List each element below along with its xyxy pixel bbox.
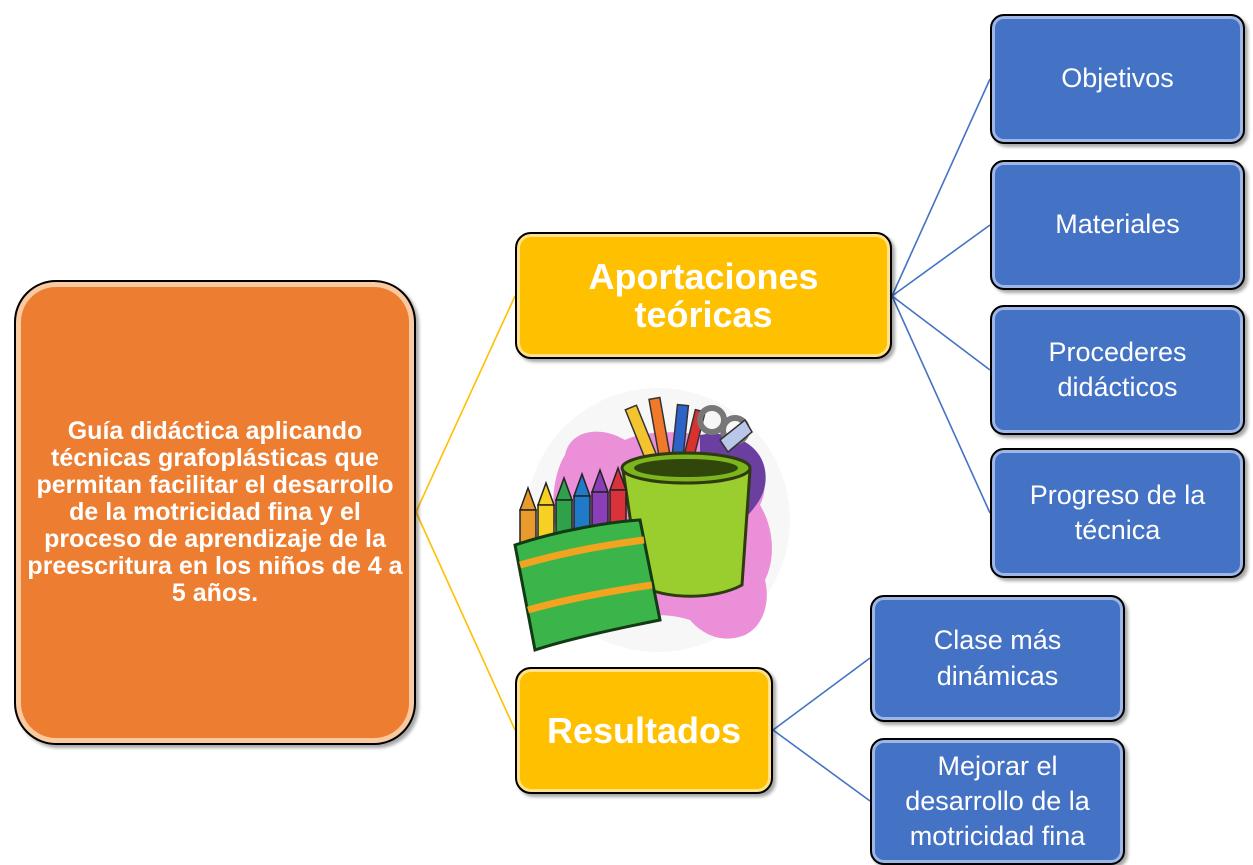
node-materiales-text: Materiales xyxy=(1055,209,1180,240)
node-progreso-de-la-tecnica-text: Progreso de la técnica xyxy=(1029,479,1206,545)
root-connectors xyxy=(415,295,516,731)
node-aportaciones-teoricas-text: Aportaciones teóricas xyxy=(588,255,819,335)
node-aportaciones-teoricas: Aportaciones teóricas xyxy=(515,232,892,359)
node-mejorar-desarrollo-text: Mejorar el desarrollo de la motricidad f… xyxy=(905,750,1090,852)
crayons-and-pencil-cup-icon xyxy=(513,388,790,652)
node-clase-mas-dinamicas: Clase más dinámicas xyxy=(870,595,1125,722)
node-clase-mas-dinamicas-text: Clase más dinámicas xyxy=(933,625,1062,691)
crayon-box-stripe-bottom xyxy=(527,581,653,614)
root-node: Guía didáctica aplicando técnicas grafop… xyxy=(14,280,416,745)
connector-root-aportaciones xyxy=(415,295,516,513)
node-objetivos-text: Objetivos xyxy=(1061,63,1174,94)
node-resultados-text: Resultados xyxy=(546,709,742,751)
node-resultados: Resultados xyxy=(515,667,773,794)
connector-resultados-clase xyxy=(772,657,871,731)
connector-aportaciones-procederes xyxy=(891,295,991,371)
connector-root-resultados xyxy=(415,511,516,731)
connector-aportaciones-objetivos xyxy=(891,78,991,297)
ruler xyxy=(718,418,753,454)
crayon-box-stripe-top xyxy=(519,536,645,569)
connector-aportaciones-materiales xyxy=(891,224,991,297)
node-objetivos: Objetivos xyxy=(990,14,1245,144)
node-procederes-didacticos: Procederes didácticos xyxy=(990,305,1245,435)
cup-opening xyxy=(634,459,738,477)
crayon-box xyxy=(513,518,662,652)
connector-resultados-mejorar xyxy=(772,729,871,802)
connector-aportaciones-progreso xyxy=(891,295,991,514)
node-mejorar-desarrollo: Mejorar el desarrollo de la motricidad f… xyxy=(870,738,1125,865)
node-progreso-de-la-tecnica: Progreso de la técnica xyxy=(990,448,1245,578)
leaf-connectors xyxy=(772,78,991,802)
node-procederes-didacticos-text: Procederes didácticos xyxy=(1048,336,1187,402)
root-node-text: Guía didáctica aplicando técnicas grafop… xyxy=(27,417,403,607)
node-materiales: Materiales xyxy=(990,160,1245,290)
